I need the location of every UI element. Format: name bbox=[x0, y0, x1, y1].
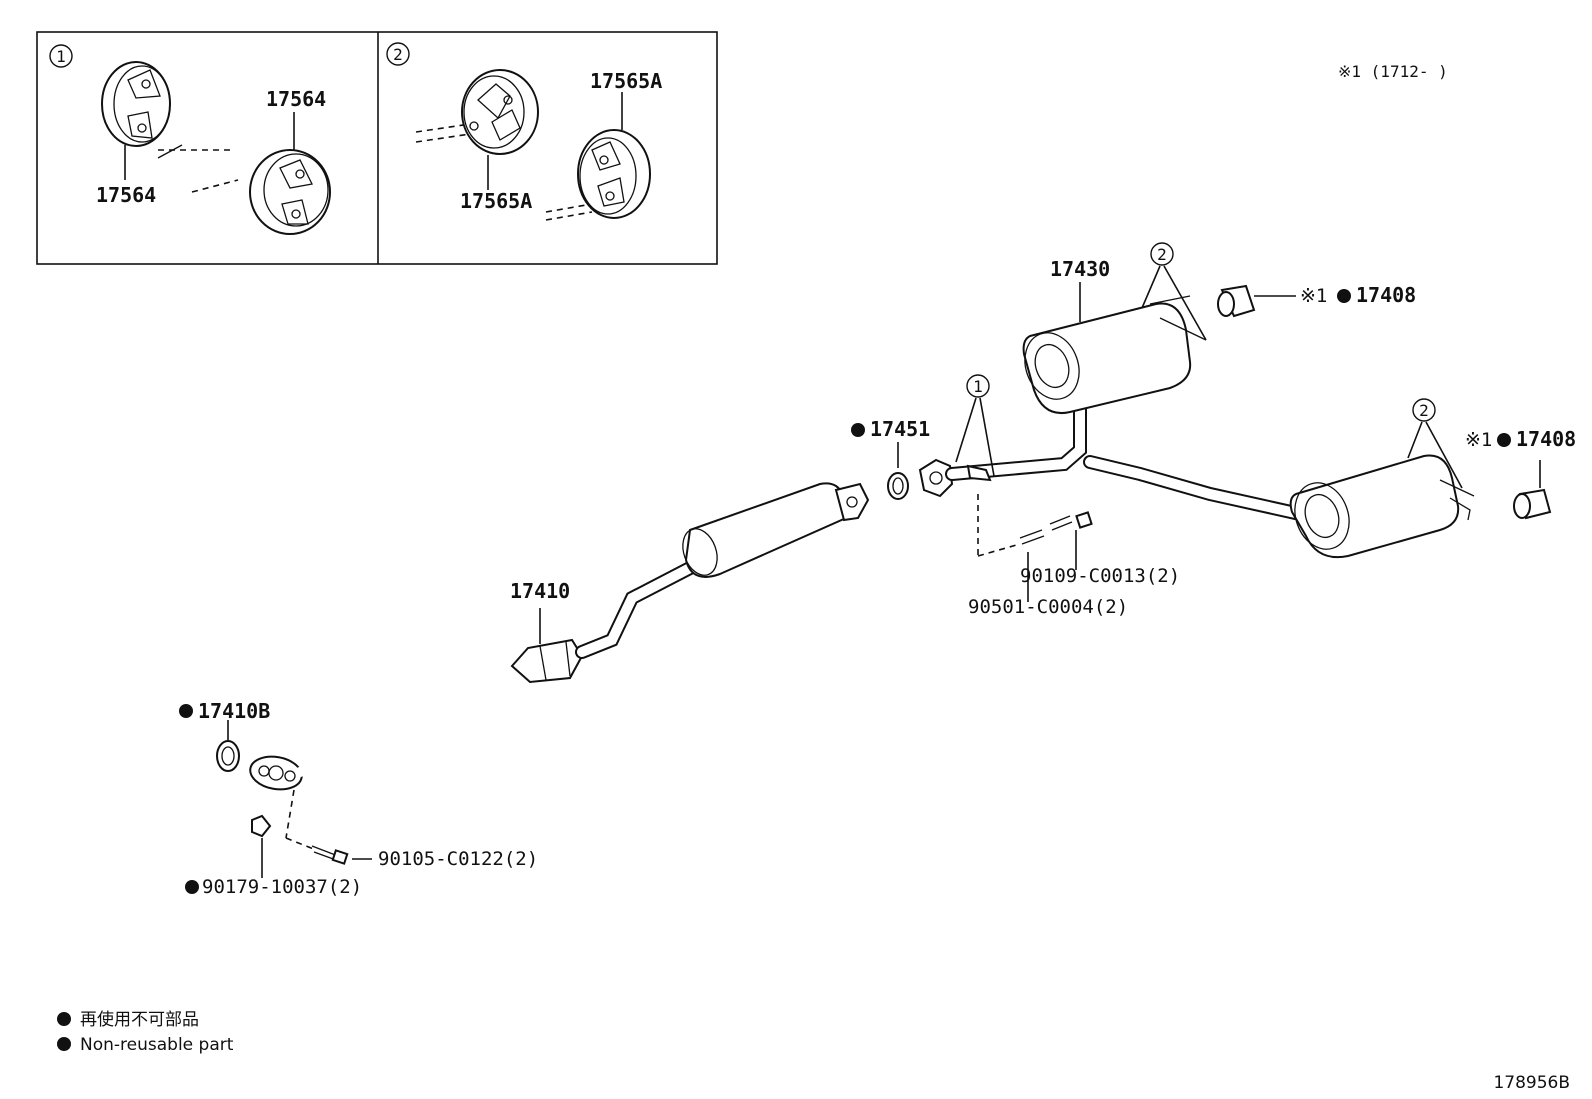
front-fasteners: 90179-10037(2) 90105-C0122(2) bbox=[185, 789, 538, 898]
non-reusable-icon bbox=[851, 423, 865, 437]
tail-pipe-17430: 17430 bbox=[918, 257, 1475, 558]
non-reusable-icon bbox=[1497, 433, 1511, 447]
tail-tip-17408-upper: ※1 17408 bbox=[1217, 283, 1416, 318]
applicability-note: ※1 (1712- ) bbox=[1338, 62, 1448, 81]
non-reusable-icon bbox=[57, 1037, 71, 1051]
label-17408-upper: 17408 bbox=[1356, 283, 1416, 307]
label-90179: 90179-10037(2) bbox=[202, 876, 362, 898]
star-note-upper: ※1 bbox=[1300, 285, 1327, 307]
label-17564-left: 17564 bbox=[96, 183, 156, 207]
tail-tip-17408-lower: ※1 17408 bbox=[1465, 427, 1576, 520]
inset-2-marker: 2 bbox=[393, 45, 403, 64]
label-17565a-left: 17565A bbox=[460, 189, 532, 213]
hanger-icon-17565a-right bbox=[577, 129, 651, 219]
label-90109: 90109-C0013(2) bbox=[1020, 565, 1180, 587]
legend-line-en: Non-reusable part bbox=[80, 1035, 234, 1055]
rear-fasteners: 90109-C0013(2) 90501-C0004(2) bbox=[968, 494, 1180, 618]
label-17408-lower: 17408 bbox=[1516, 427, 1576, 451]
hanger-icon-17564-right bbox=[249, 149, 331, 235]
label-17410b: 17410B bbox=[198, 699, 270, 723]
label-17430: 17430 bbox=[1050, 257, 1110, 281]
inset-1-hangers: 1 17564 17564 bbox=[49, 44, 331, 235]
label-90501: 90501-C0004(2) bbox=[968, 596, 1128, 618]
hanger-icon-17564-left bbox=[101, 61, 171, 147]
hanger-icon-17565a-left bbox=[461, 69, 539, 155]
callout-2-upper: 2 bbox=[1141, 242, 1207, 341]
non-reusable-icon bbox=[1337, 289, 1351, 303]
svg-text:2: 2 bbox=[1157, 245, 1167, 264]
star-note-lower: ※1 bbox=[1465, 429, 1492, 451]
gasket-17451: 17451 bbox=[851, 417, 930, 500]
label-17564-right: 17564 bbox=[266, 87, 326, 111]
legend: 再使用不可部品 Non-reusable part bbox=[57, 1009, 234, 1055]
callout-1: 1 bbox=[955, 374, 995, 477]
svg-text:1: 1 bbox=[973, 377, 983, 396]
label-90105: 90105-C0122(2) bbox=[378, 848, 538, 870]
gasket-17410b: 17410B bbox=[179, 699, 270, 772]
svg-text:2: 2 bbox=[1419, 401, 1429, 420]
front-pipe-17410: 17410 bbox=[249, 482, 870, 791]
inset-2-hangers: 2 17565A 17565A bbox=[386, 42, 662, 221]
non-reusable-icon bbox=[57, 1012, 71, 1026]
inset-frame bbox=[36, 31, 718, 265]
callout-2-lower: 2 bbox=[1407, 398, 1463, 489]
label-17565a-right: 17565A bbox=[590, 69, 662, 93]
label-17451: 17451 bbox=[870, 417, 930, 441]
non-reusable-icon bbox=[179, 704, 193, 718]
inset-1-marker: 1 bbox=[56, 47, 66, 66]
diagram-id: 178956B bbox=[1493, 1073, 1570, 1093]
label-17410: 17410 bbox=[510, 579, 570, 603]
legend-line-ja: 再使用不可部品 bbox=[80, 1009, 199, 1030]
non-reusable-icon bbox=[185, 880, 199, 894]
